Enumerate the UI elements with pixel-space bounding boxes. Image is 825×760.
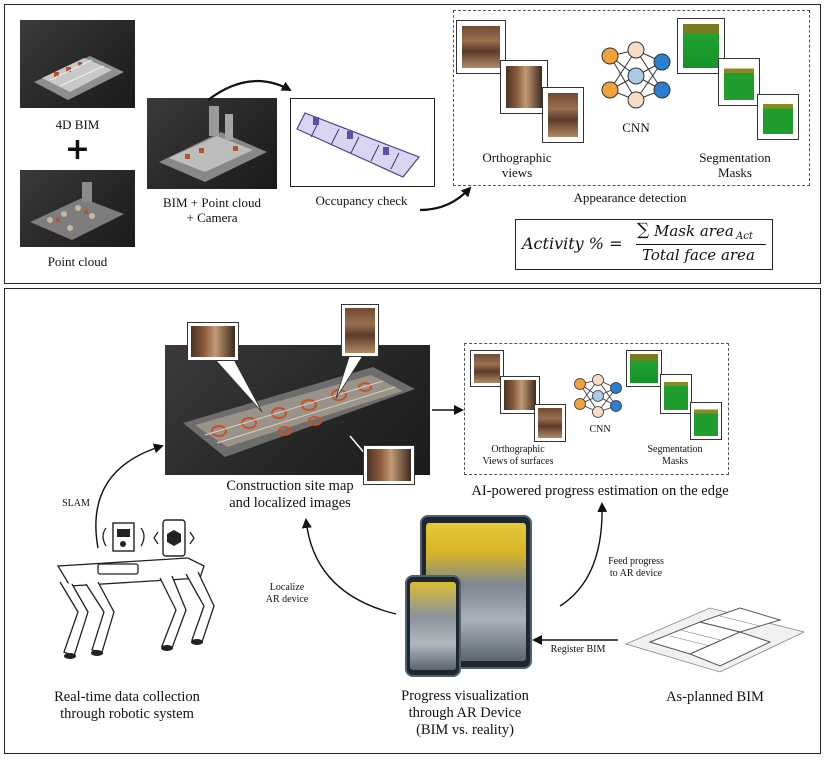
robot-label-1: Real-time data collection xyxy=(54,689,200,705)
progress-visualization-label-1: Progress visualization xyxy=(401,688,529,704)
bottom-orthographic-thumb-2 xyxy=(500,376,540,414)
progress-visualization-label-3: (BIM vs. reality) xyxy=(416,722,514,738)
bottom-orthographic-label-2: Views of surfaces xyxy=(482,456,554,467)
orthographic-view-thumb-3 xyxy=(542,87,584,143)
bottom-segmentation-label-1: Segmentation xyxy=(647,444,703,455)
top-segmentation-label-2: Masks xyxy=(718,165,752,180)
appearance-detection-label: Appearance detection xyxy=(573,190,687,205)
formula-sum-symbol: ∑ xyxy=(637,220,650,240)
localize-label-1: Localize xyxy=(269,582,305,593)
plus-symbol: + xyxy=(64,132,91,167)
register-bim-label: Register BIM xyxy=(550,644,606,655)
site-map-label-2: and localized images xyxy=(229,495,351,511)
progress-visualization-label-2: through AR Device xyxy=(408,705,522,721)
localized-image-3 xyxy=(363,445,415,485)
localize-label-2: AR device xyxy=(265,594,309,605)
formula-numerator: Mask area xyxy=(654,222,734,240)
top-cnn-label: CNN xyxy=(622,120,650,135)
bottom-segmentation-thumb-3 xyxy=(690,402,722,440)
bim-pointcloud-camera-label-1: BIM + Point cloud xyxy=(163,195,261,210)
segmentation-mask-thumb-3 xyxy=(757,94,799,140)
slam-label: SLAM xyxy=(62,498,90,509)
point-cloud-image xyxy=(20,170,135,247)
top-segmentation-label-1: Segmentation xyxy=(699,150,771,165)
appearance-detection-box xyxy=(453,10,810,186)
site-map-label-1: Construction site map xyxy=(226,478,354,494)
orthographic-view-thumb-2 xyxy=(500,60,548,114)
bottom-segmentation-thumb-1 xyxy=(626,350,662,387)
feed-progress-label-2: to AR device xyxy=(609,568,663,579)
bim-4d-label: 4D BIM xyxy=(55,117,100,132)
top-orthographic-label-2: views xyxy=(501,165,533,180)
occupancy-check-label: Occupancy check xyxy=(315,193,408,208)
as-planned-bim-image xyxy=(620,598,810,678)
activity-formula-box: Activity % = ∑ Mask area Act Total face … xyxy=(515,219,773,270)
bim-pointcloud-camera-image xyxy=(147,98,277,189)
bottom-segmentation-thumb-2 xyxy=(660,374,692,414)
segmentation-mask-thumb-1 xyxy=(677,18,725,74)
bim-4d-image xyxy=(20,20,135,108)
formula-fraction-bar xyxy=(636,244,766,245)
formula-numerator-sub: Act xyxy=(736,231,753,242)
as-planned-bim-label: As-planned BIM xyxy=(666,689,764,705)
occupancy-check-image xyxy=(290,98,435,187)
point-cloud-label: Point cloud xyxy=(47,254,108,269)
bottom-orthographic-thumb-3 xyxy=(534,404,566,442)
bottom-orthographic-label-1: Orthographic xyxy=(491,444,545,455)
ar-phone-screen xyxy=(410,582,456,670)
bottom-cnn-label: CNN xyxy=(589,424,611,435)
ai-progress-estimation-box xyxy=(464,343,729,475)
orthographic-view-thumb-1 xyxy=(456,20,506,74)
segmentation-mask-thumb-2 xyxy=(718,58,760,106)
robot-label-2: through robotic system xyxy=(60,706,194,722)
ar-phone xyxy=(405,575,461,677)
ai-progress-estimation-label: AI-powered progress estimation on the ed… xyxy=(471,483,729,499)
localized-image-1 xyxy=(187,322,239,361)
formula-denominator: Total face area xyxy=(642,246,755,264)
localized-image-2 xyxy=(341,304,379,357)
bim-pointcloud-camera-label-2: + Camera xyxy=(186,210,238,225)
bottom-segmentation-label-2: Masks xyxy=(661,456,689,467)
bottom-orthographic-thumb-1 xyxy=(470,350,504,387)
top-orthographic-label-1: Orthographic xyxy=(482,150,552,165)
formula-lhs: Activity % = xyxy=(522,234,623,253)
feed-progress-label-1: Feed progress xyxy=(608,556,664,567)
